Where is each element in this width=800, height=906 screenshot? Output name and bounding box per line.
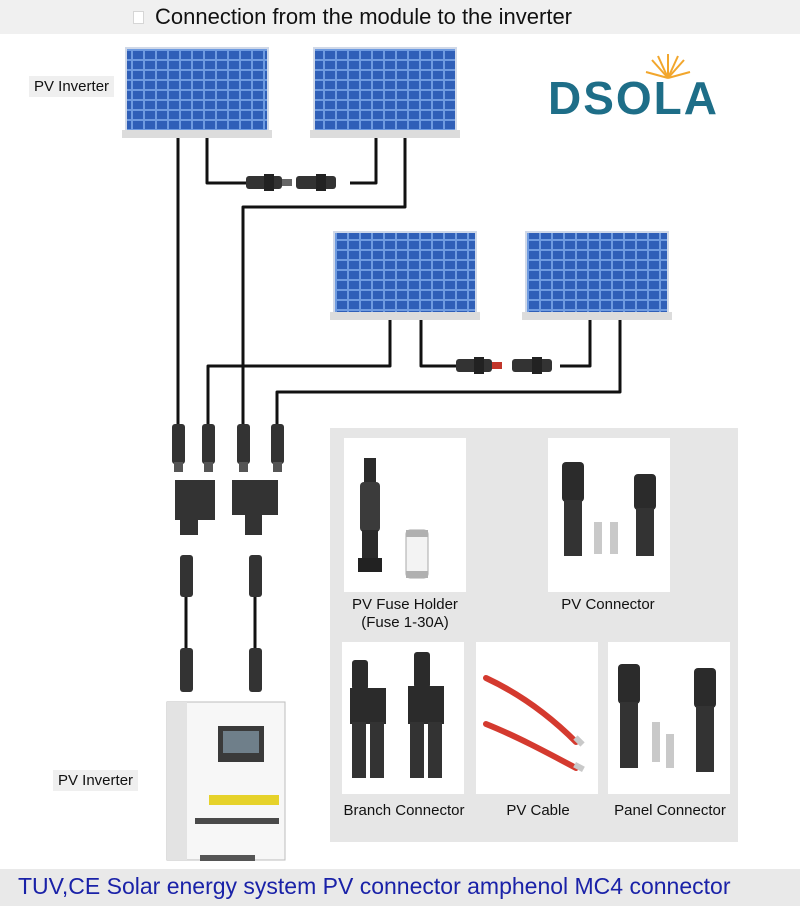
pv-connector-image: [548, 438, 670, 592]
branch-connector-image: [342, 642, 464, 794]
branch-connector-right: [232, 480, 278, 535]
inverter-input-connectors: [180, 555, 262, 692]
vertical-connectors: [172, 424, 284, 472]
fuse-holder-image: [344, 438, 466, 592]
dsola-logo: DSOLA: [540, 48, 756, 124]
header-bar: Connection from the module to the invert…: [0, 0, 800, 34]
fuse-holder-caption-rating: (Fuse 1-30A): [361, 614, 449, 631]
product-gallery: PV Fuse Holder (Fuse 1-30A) PV Connector…: [330, 428, 738, 842]
bullet-icon: [133, 11, 144, 24]
mc4-connector-pair-bottom: [456, 357, 552, 374]
page-title: Connection from the module to the invert…: [155, 4, 573, 29]
footer-bar: TUV,CE Solar energy system PV connector …: [0, 869, 800, 906]
solar-panel-1: [122, 47, 272, 138]
footer-title: TUV,CE Solar energy system PV connector …: [18, 873, 731, 899]
fuse-holder-caption: PV Fuse Holder: [352, 596, 458, 613]
pv-inverter-unit: [166, 701, 286, 861]
pv-inverter-label-bottom: PV Inverter: [53, 770, 139, 791]
pv-cable-image: [476, 642, 598, 794]
pv-inverter-label-top: PV Inverter: [29, 76, 115, 97]
solar-panel-4: [522, 231, 672, 320]
pv-cables: [176, 138, 622, 650]
pv-connector-caption: PV Connector: [561, 596, 655, 613]
mc4-connector-pair-top: [246, 174, 336, 191]
panel-connector-image: [608, 642, 730, 794]
branch-connector-caption: Branch Connector: [343, 802, 465, 819]
solar-panel-2: [310, 47, 460, 138]
panel-connector-caption: Panel Connector: [614, 802, 726, 819]
solar-panel-3: [330, 231, 480, 320]
wiring-diagram: [122, 47, 672, 861]
svg-text:DSOLA: DSOLA: [548, 72, 719, 122]
branch-connector-left: [175, 480, 215, 535]
pv-cable-caption: PV Cable: [506, 802, 570, 819]
